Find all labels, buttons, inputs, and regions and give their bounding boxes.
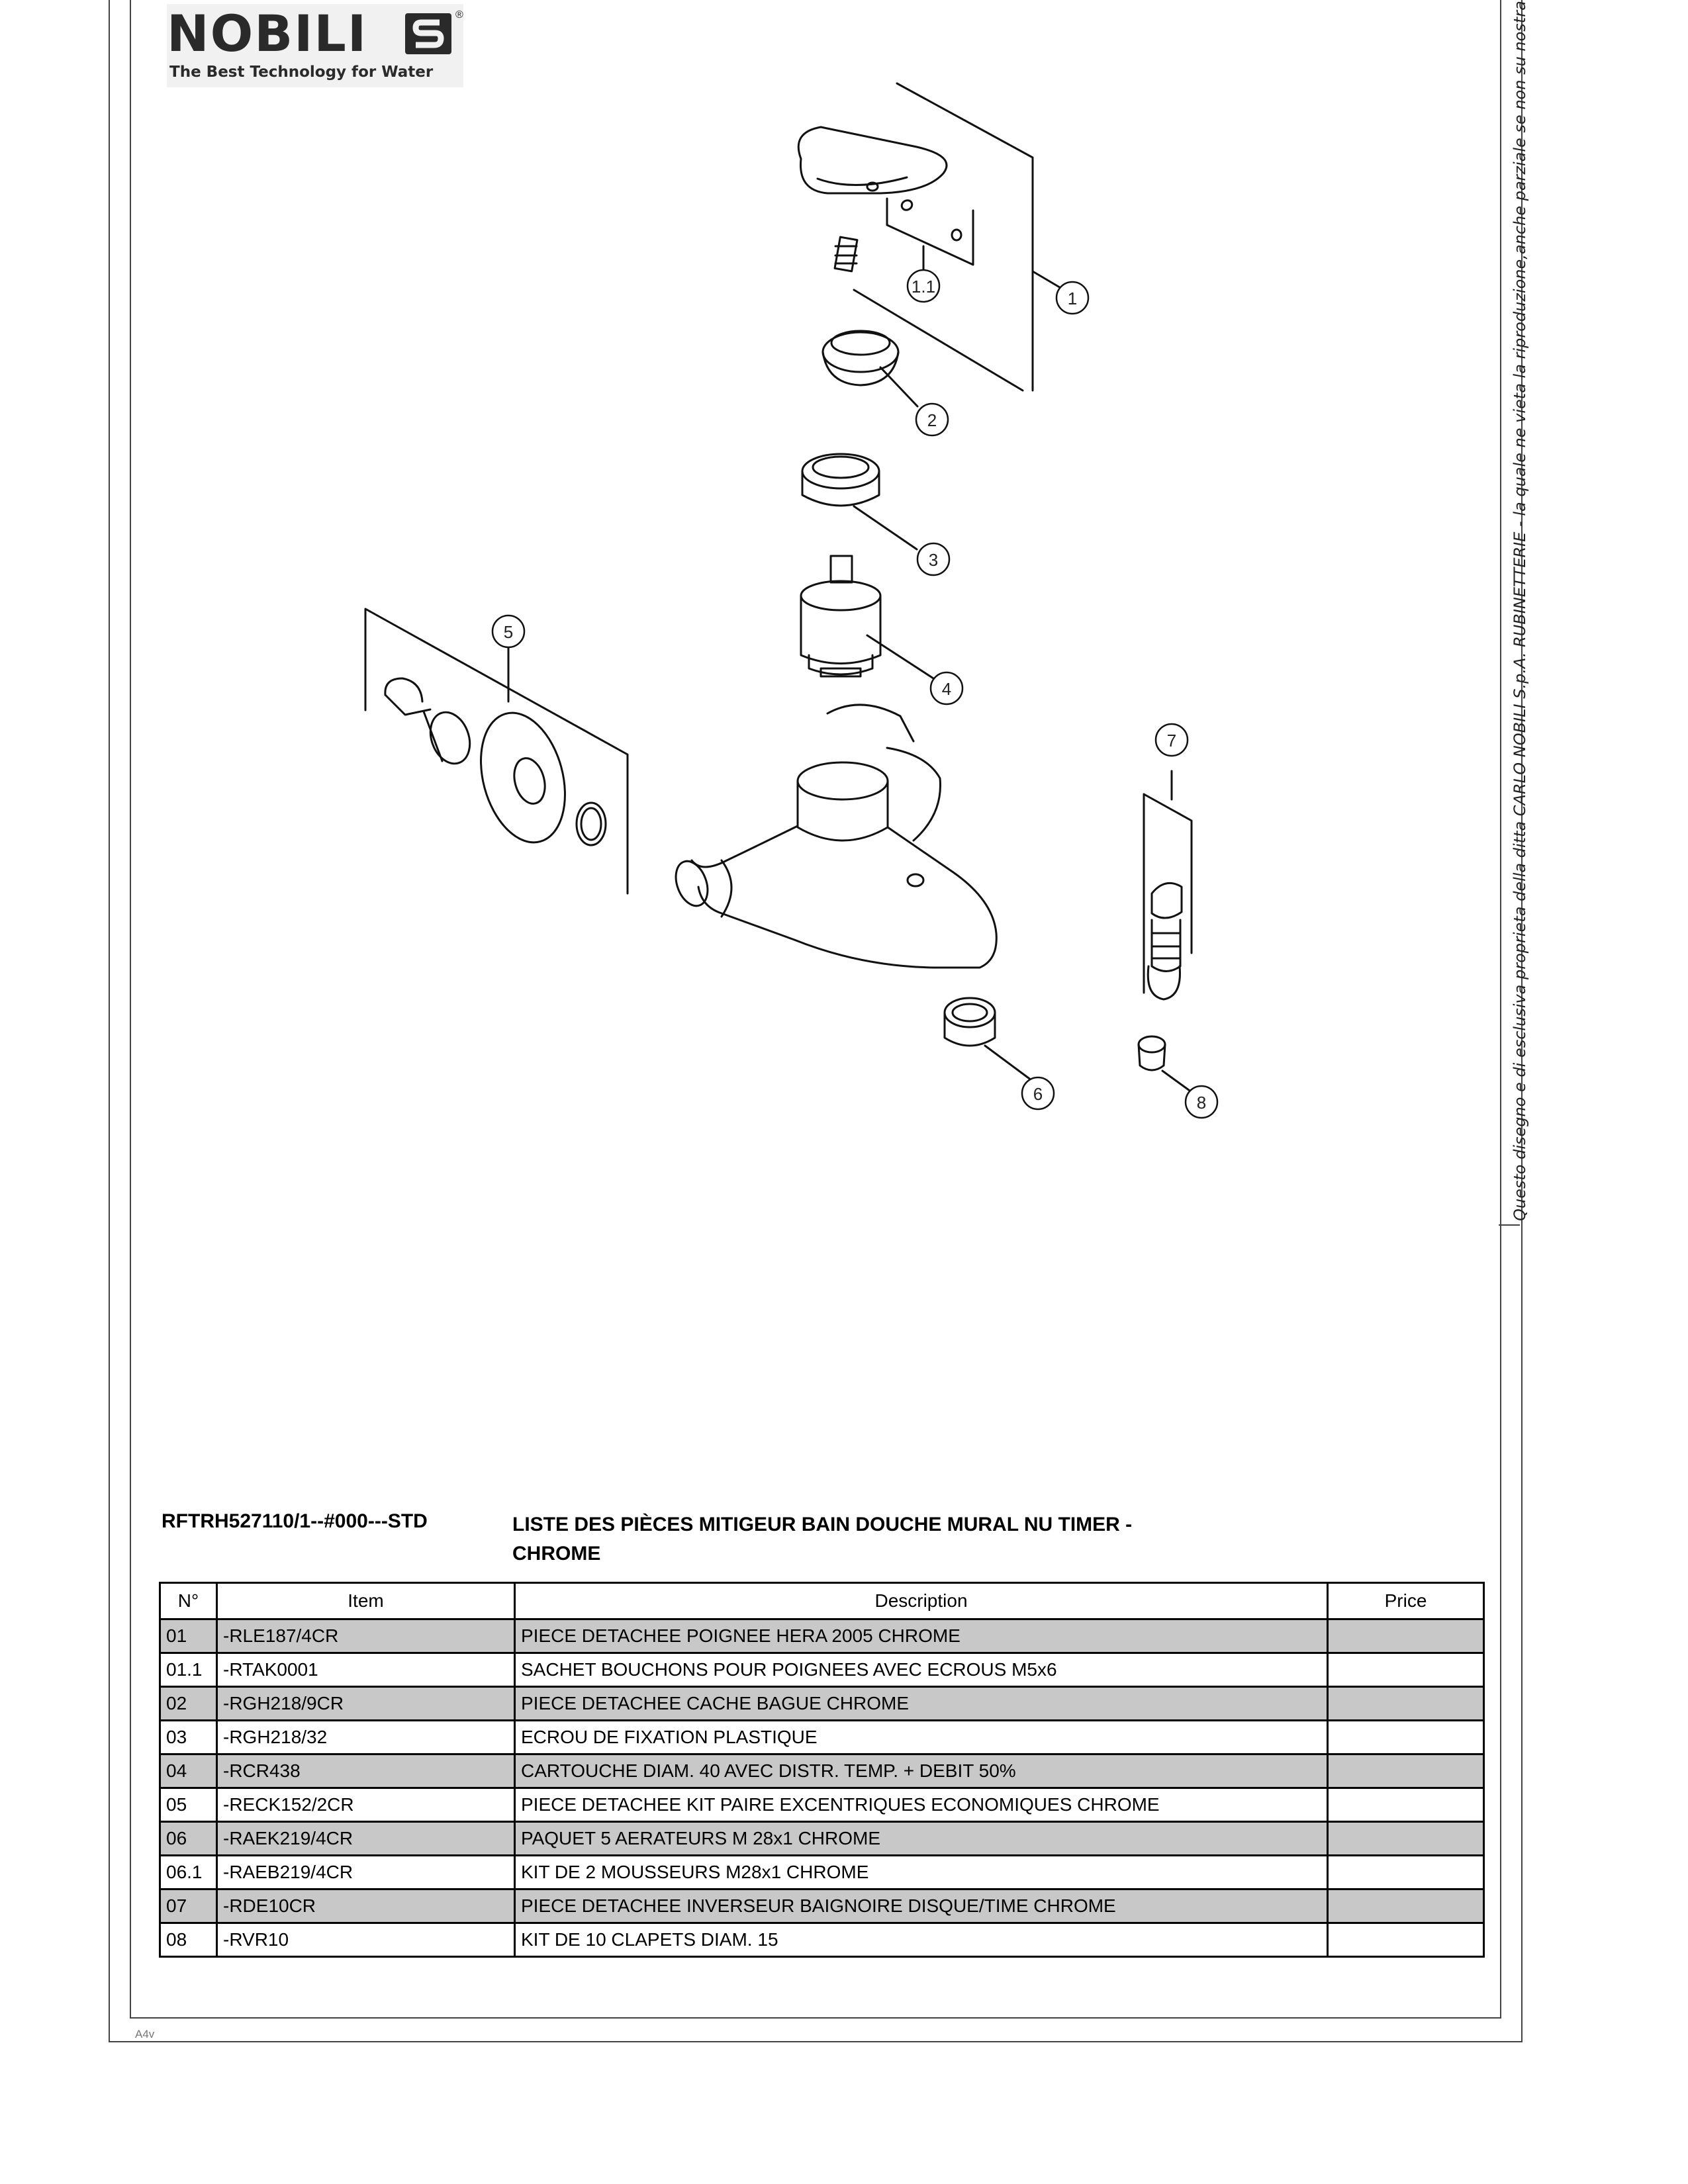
table-row: 06.1 -RAEB219/4CR KIT DE 2 MOUSSEURS M28…	[159, 1854, 1485, 1890]
cell-price	[1327, 1618, 1485, 1654]
part-1-handle-icon	[797, 82, 1034, 392]
brand-s-mark-icon	[405, 13, 451, 54]
table-row: 06 -RAEK219/4CR PAQUET 5 AERATEURS M 28x…	[159, 1821, 1485, 1856]
column-header-number: N°	[159, 1582, 218, 1620]
table-header-row: N° Item Description Price	[159, 1582, 1485, 1620]
cell-item: -RGH218/32	[216, 1719, 516, 1755]
callout-2-label: 2	[927, 410, 937, 430]
table-row: 04 -RCR438 CARTOUCHE DIAM. 40 AVEC DISTR…	[159, 1753, 1485, 1789]
cell-price	[1327, 1719, 1485, 1755]
cell-number: 03	[159, 1719, 218, 1755]
callout-5-label: 5	[504, 622, 513, 642]
cell-description: PIECE DETACHEE INVERSEUR BAIGNOIRE DISQU…	[514, 1888, 1329, 1924]
cell-number: 04	[159, 1753, 218, 1789]
callout-8-label: 8	[1197, 1093, 1206, 1113]
callout-4-label: 4	[942, 679, 951, 699]
callout-4-circle	[929, 671, 964, 705]
cell-description: CARTOUCHE DIAM. 40 AVEC DISTR. TEMP. + D…	[514, 1753, 1329, 1789]
column-header-description: Description	[514, 1582, 1329, 1620]
table-row: 01.1 -RTAK0001 SACHET BOUCHONS POUR POIG…	[159, 1652, 1485, 1688]
callout-1-label: 1	[1068, 289, 1077, 308]
cell-item: -RAEB219/4CR	[216, 1854, 516, 1890]
cell-price	[1327, 1888, 1485, 1924]
table-row: 07 -RDE10CR PIECE DETACHEE INVERSEUR BAI…	[159, 1888, 1485, 1924]
cell-number: 01.1	[159, 1652, 218, 1688]
callout-1-1-label: 1.1	[912, 277, 935, 296]
part-3-fixing-nut-icon	[801, 453, 880, 507]
parts-list-code: RFTRH527110/1--#000---STD	[162, 1510, 428, 1532]
cell-number: 07	[159, 1888, 218, 1924]
column-header-item: Item	[216, 1582, 516, 1620]
part-4-cartridge-icon	[800, 555, 882, 678]
cell-number: 05	[159, 1787, 218, 1823]
parts-table: N° Item Description Price 01 -RLE187/4CR…	[159, 1582, 1485, 1958]
part-2-cap-ring-icon	[821, 330, 900, 387]
cell-description: KIT DE 10 CLAPETS DIAM. 15	[514, 1922, 1329, 1958]
cell-price	[1327, 1753, 1485, 1789]
cell-item: -RCR438	[216, 1753, 516, 1789]
part-7-diverter-icon	[1143, 793, 1193, 1001]
callout-3-label: 3	[929, 550, 938, 570]
cell-item: -RTAK0001	[216, 1652, 516, 1688]
cell-price	[1327, 1821, 1485, 1856]
cell-description: PIECE DETACHEE POIGNEE HERA 2005 CHROME	[514, 1618, 1329, 1654]
table-row: 05 -RECK152/2CR PIECE DETACHEE KIT PAIRE…	[159, 1787, 1485, 1823]
callout-3-circle	[916, 542, 951, 576]
callout-6-circle	[1021, 1076, 1055, 1111]
cell-item: -RECK152/2CR	[216, 1787, 516, 1823]
sheet-format-code: A4v	[135, 2028, 155, 2040]
cell-description: KIT DE 2 MOUSSEURS M28x1 CHROME	[514, 1854, 1329, 1890]
cell-item: -RGH218/9CR	[216, 1686, 516, 1721]
mixer-body-icon	[675, 704, 998, 969]
cell-price	[1327, 1652, 1485, 1688]
brand-logo: NOBILI	[167, 4, 368, 63]
callout-1-circle	[1055, 281, 1090, 315]
cell-description: PIECE DETACHEE KIT PAIRE EXCENTRIQUES EC…	[514, 1787, 1329, 1823]
table-row: 02 -RGH218/9CR PIECE DETACHEE CACHE BAGU…	[159, 1686, 1485, 1721]
cell-price	[1327, 1787, 1485, 1823]
side-note-divider	[1499, 1224, 1520, 1226]
callout-6-label: 6	[1033, 1084, 1043, 1104]
callout-2-circle	[915, 402, 949, 437]
registered-mark: ®	[455, 9, 463, 21]
cell-number: 01	[159, 1618, 218, 1654]
part-8-valve-icon	[1137, 1035, 1166, 1071]
cell-description: PAQUET 5 AERATEURS M 28x1 CHROME	[514, 1821, 1329, 1856]
part-6-aerator-icon	[943, 997, 996, 1047]
cell-description: PIECE DETACHEE CACHE BAGUE CHROME	[514, 1686, 1329, 1721]
cell-number: 02	[159, 1686, 218, 1721]
column-header-price: Price	[1327, 1582, 1485, 1620]
cell-number: 06.1	[159, 1854, 218, 1890]
cell-item: -RLE187/4CR	[216, 1618, 516, 1654]
cell-item: -RDE10CR	[216, 1888, 516, 1924]
table-row: 08 -RVR10 KIT DE 10 CLAPETS DIAM. 15	[159, 1922, 1485, 1958]
callout-8-circle	[1184, 1085, 1219, 1119]
callout-1-1-circle	[906, 269, 941, 303]
table-row: 01 -RLE187/4CR PIECE DETACHEE POIGNEE HE…	[159, 1618, 1485, 1654]
cell-description: SACHET BOUCHONS POUR POIGNEES AVEC ECROU…	[514, 1652, 1329, 1688]
parts-list-title: LISTE DES PIÈCES MITIGEUR BAIN DOUCHE MU…	[512, 1514, 1133, 1565]
callout-7-circle	[1154, 723, 1189, 757]
cell-number: 08	[159, 1922, 218, 1958]
brand-tagline: The Best Technology for Water	[169, 64, 434, 81]
callout-5-circle	[491, 614, 526, 649]
cell-number: 06	[159, 1821, 218, 1856]
page-frame-outer	[109, 0, 1523, 2042]
cell-price	[1327, 1854, 1485, 1890]
callout-7-label: 7	[1167, 731, 1176, 751]
page-frame-inner	[130, 0, 1501, 2019]
table-row: 03 -RGH218/32 ECROU DE FIXATION PLASTIQU…	[159, 1719, 1485, 1755]
cell-item: -RAEK219/4CR	[216, 1821, 516, 1856]
cell-price	[1327, 1686, 1485, 1721]
cell-description: ECROU DE FIXATION PLASTIQUE	[514, 1719, 1329, 1755]
cell-price	[1327, 1922, 1485, 1958]
part-5-eccentrics-icon	[364, 608, 629, 895]
cell-item: -RVR10	[216, 1922, 516, 1958]
